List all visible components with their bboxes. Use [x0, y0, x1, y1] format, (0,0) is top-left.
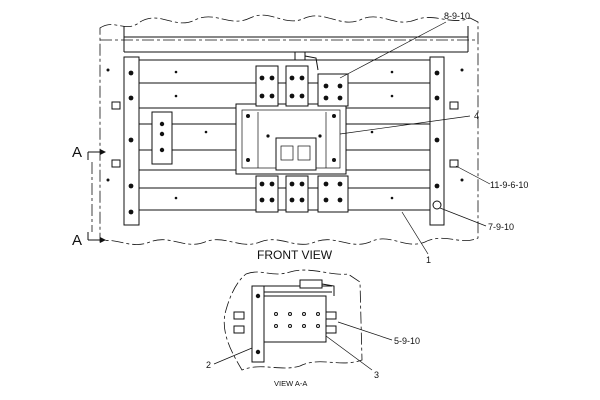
side-screws — [106, 68, 464, 182]
section-arrow-lower — [100, 237, 106, 243]
callout-1: 1 — [426, 255, 431, 265]
leader-c2 — [339, 115, 471, 135]
callout-11-9-6-10: 11-9-6-10 — [490, 180, 528, 190]
leader-c1 — [339, 21, 447, 79]
callout-4: 4 — [474, 111, 479, 121]
module-screws — [246, 114, 336, 162]
section-view-callouts: 5-9-10 2 3 — [206, 321, 420, 380]
breaker-handle-block — [275, 137, 317, 171]
lower-terminal-lugs — [255, 175, 349, 213]
section-view-title: VIEW A-A — [274, 379, 307, 388]
section-label-bottom: A — [72, 232, 82, 249]
left-small-bracket-holes — [159, 121, 165, 153]
section-side-screw-upper — [233, 311, 245, 320]
section-cut-marker: A A — [72, 144, 106, 249]
callout-8-9-10: 8-9-10 — [444, 11, 470, 21]
upper-terminal-lugs — [255, 51, 349, 107]
section-wire — [321, 283, 335, 296]
callout-7-9-10: 7-9-10 — [488, 222, 514, 232]
right-bracket-holes — [432, 70, 442, 210]
breaker-handle-right — [297, 145, 311, 161]
section-plate-holes — [255, 293, 320, 355]
callout-2: 2 — [206, 360, 211, 370]
front-view-title: FRONT VIEW — [257, 248, 333, 262]
section-arrow-upper — [100, 149, 106, 155]
plate-holes — [174, 70, 394, 200]
section-label-top: A — [72, 144, 82, 161]
leader-c7 — [213, 347, 253, 365]
section-view-assembly — [223, 269, 363, 371]
breaker-handle-left — [280, 145, 294, 161]
section-side-screw-lower — [233, 325, 245, 334]
front-view-assembly — [99, 14, 479, 245]
leader-c3 — [455, 165, 491, 185]
cabinet-break-outline — [99, 14, 479, 245]
leader-c6 — [337, 321, 393, 341]
section-terminal-screw-lower — [325, 325, 337, 334]
callout-3: 3 — [374, 370, 379, 380]
section-plate — [263, 295, 327, 343]
front-view-callouts: 8-9-10 4 11-9-6-10 7-9-10 1 — [339, 11, 528, 265]
section-view-break-outline — [223, 269, 363, 371]
section-top-connector — [299, 279, 323, 289]
left-small-bracket — [151, 111, 173, 165]
leader-c8 — [325, 335, 373, 371]
callout-5-9-10: 5-9-10 — [394, 336, 420, 346]
section-terminal-screw-upper — [325, 311, 337, 320]
leader-c4 — [439, 207, 487, 227]
left-bracket-holes — [128, 70, 134, 215]
leader-c5 — [401, 211, 429, 255]
